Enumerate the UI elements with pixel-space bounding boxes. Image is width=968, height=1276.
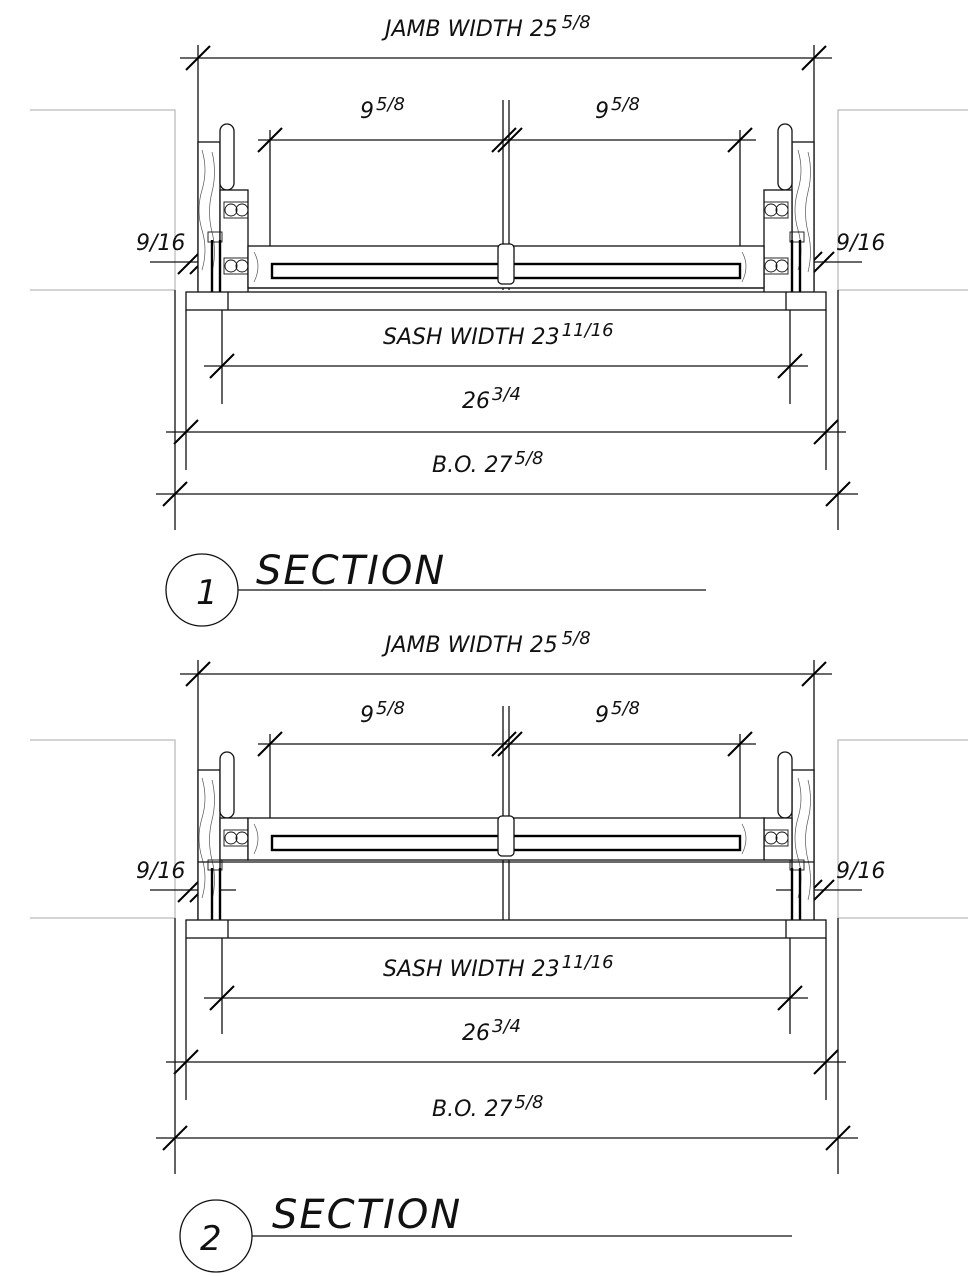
- rough-opening-label: B.O. 27: [432, 1097, 513, 1122]
- svg-text:B.O. 275/8: B.O. 275/8: [432, 1092, 543, 1122]
- svg-text:263/4: 263/4: [462, 384, 521, 414]
- left-glass-fraction: 5/8: [376, 698, 405, 719]
- jamb-offset-dimensions: 9/16 9/16: [136, 859, 885, 903]
- right-glass-fraction: 5/8: [611, 94, 640, 115]
- svg-text:95/8: 95/8: [360, 94, 405, 124]
- sash-width-fraction: 11/16: [562, 952, 614, 973]
- section-2-title: SECTION: [272, 1192, 462, 1238]
- section-2-title-block: 2 SECTION: [179, 1192, 792, 1273]
- overall-width-fraction: 3/4: [492, 1016, 521, 1037]
- jamb-width-fraction: 5/8: [562, 12, 591, 33]
- left-glass-width: 9: [360, 703, 374, 728]
- left-jamb: [197, 751, 249, 927]
- svg-text:95/8: 95/8: [595, 698, 640, 728]
- right-glass-width: 9: [595, 703, 609, 728]
- left-wall-outline: [30, 109, 176, 291]
- svg-text:95/8: 95/8: [360, 698, 405, 728]
- svg-text:263/4: 263/4: [462, 1016, 521, 1046]
- right-glass-width: 9: [595, 99, 609, 124]
- svg-text:JAMB WIDTH 255/8: JAMB WIDTH 255/8: [381, 628, 591, 658]
- left-jamb: [197, 123, 249, 299]
- right-glass-fraction: 5/8: [611, 698, 640, 719]
- jamb-width-label: JAMB WIDTH 25: [381, 17, 558, 42]
- section-1-number: 1: [196, 573, 218, 613]
- left-wall-outline: [30, 739, 176, 919]
- rough-opening-fraction: 5/8: [515, 1092, 544, 1113]
- left-offset-label: 9/16: [136, 231, 185, 256]
- overall-width-label: 26: [462, 389, 490, 414]
- overall-width-label: 26: [462, 1021, 490, 1046]
- sash-width-label: SASH WIDTH 23: [383, 325, 560, 350]
- right-jamb: [763, 123, 815, 299]
- left-glass-width: 9: [360, 99, 374, 124]
- section-1-title-block: 1 SECTION: [165, 548, 706, 627]
- sill-stop: [185, 919, 827, 939]
- right-offset-label: 9/16: [836, 859, 885, 884]
- rough-opening-label: B.O. 27: [432, 453, 513, 478]
- svg-text:JAMB WIDTH 255/8: JAMB WIDTH 255/8: [381, 12, 591, 42]
- svg-text:95/8: 95/8: [595, 94, 640, 124]
- svg-text:B.O. 275/8: B.O. 275/8: [432, 448, 543, 478]
- sash-width-fraction: 11/16: [562, 320, 614, 341]
- right-offset-label: 9/16: [836, 231, 885, 256]
- rough-opening-fraction: 5/8: [515, 448, 544, 469]
- jamb-width-label: JAMB WIDTH 25: [381, 633, 558, 658]
- section-2-number: 2: [200, 1219, 222, 1259]
- left-glass-fraction: 5/8: [376, 94, 405, 115]
- sash-width-label: SASH WIDTH 23: [383, 957, 560, 982]
- sash-assembly: [198, 815, 814, 863]
- overall-width-fraction: 3/4: [492, 384, 521, 405]
- sill-stop: [185, 291, 827, 311]
- right-wall-outline: [837, 109, 968, 291]
- right-jamb: [763, 751, 815, 927]
- jamb-width-fraction: 5/8: [562, 628, 591, 649]
- sash-assembly: [247, 243, 765, 289]
- left-offset-label: 9/16: [136, 859, 185, 884]
- section-1-title: SECTION: [256, 548, 446, 594]
- right-wall-outline: [837, 739, 968, 919]
